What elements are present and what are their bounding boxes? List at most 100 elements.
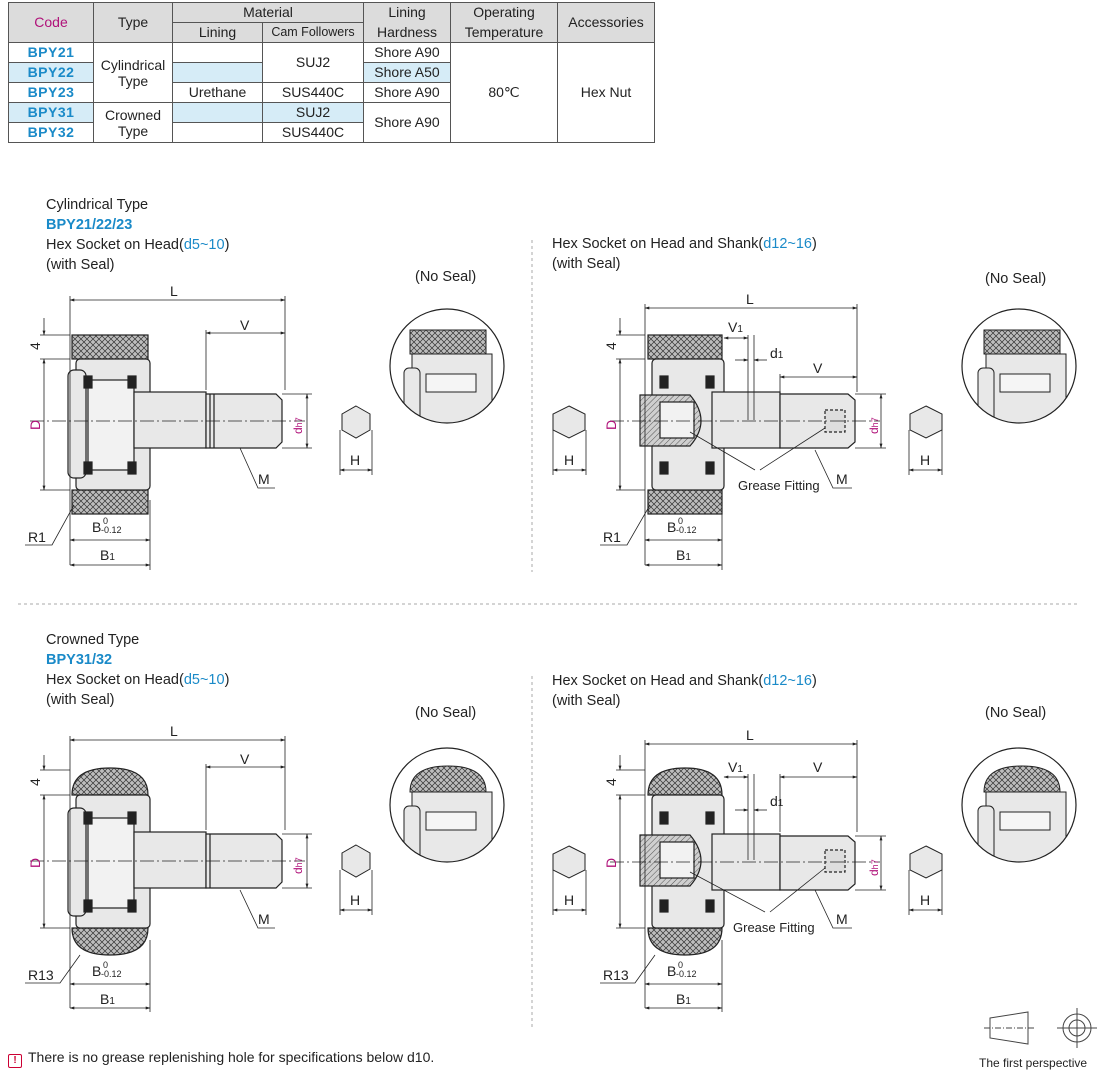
- crown-head-noseal: (No Seal): [415, 705, 477, 721]
- dim-D: D: [27, 858, 43, 868]
- crown-codes: BPY31/32: [46, 652, 113, 668]
- dim-H: H: [564, 892, 574, 908]
- dim-B: B: [667, 963, 676, 979]
- dim-4: 4: [603, 778, 619, 786]
- code-cell: BPY23: [8, 82, 94, 103]
- dim-4: 4: [27, 778, 43, 786]
- type-cyl-line2: Type: [117, 72, 149, 89]
- dim-dh7: dh7: [867, 417, 881, 434]
- type-cyl-line1: Cylindrical: [100, 56, 166, 73]
- cam-sus440c-b: SUS440C: [262, 122, 364, 143]
- drawing-cyl-shank: [639, 334, 856, 515]
- cam-suj2: SUJ2: [262, 42, 364, 83]
- dim-4: 4: [27, 342, 43, 350]
- dim-H: H: [350, 452, 360, 468]
- lining-blank: [172, 102, 263, 123]
- dim-V: V: [240, 751, 250, 767]
- dim-B-tol-bot: -0.12: [676, 969, 697, 979]
- dim-M: M: [258, 911, 270, 927]
- grease-fitting-label: Grease Fitting: [733, 920, 815, 935]
- dim-B-tol-top: 0: [678, 516, 683, 526]
- dim-B-tol-top: 0: [103, 960, 108, 970]
- type-cylindrical: Cylindrical Type: [93, 42, 173, 103]
- cyl-shank-caption: Hex Socket on Head and Shank(d12~16): [552, 236, 817, 252]
- crown-shank-caption: Hex Socket on Head and Shank(d12~16): [552, 673, 817, 689]
- crown-type-title: Crowned Type: [46, 632, 140, 648]
- dim-H: H: [350, 892, 360, 908]
- code-cell: BPY21: [8, 42, 94, 63]
- temperature-cell: 80℃: [450, 42, 558, 143]
- header-operating-1: Operating: [450, 2, 558, 23]
- header-material: Material: [172, 2, 364, 23]
- notice-icon: !: [8, 1054, 22, 1068]
- dim-M: M: [836, 911, 848, 927]
- spec-table: Code Type Material Lining Operating Acce…: [8, 2, 655, 143]
- cyl-shank-seal: (with Seal): [552, 256, 621, 272]
- hardness-merged: Shore A90: [363, 102, 451, 143]
- dim-B-tol-bot: -0.12: [676, 525, 697, 535]
- note: !There is no grease replenishing hole fo…: [8, 1048, 434, 1068]
- cyl-head-noseal: (No Seal): [415, 269, 477, 285]
- first-angle-projection-icon: [984, 1008, 1097, 1048]
- dim-B1: B1: [676, 547, 691, 563]
- dim-D: D: [603, 420, 619, 430]
- dim-R1: R1: [28, 529, 46, 545]
- drawing-cyl-head: [67, 334, 283, 515]
- cyl-codes: BPY21/22/23: [46, 217, 133, 233]
- header-lining: Lining: [172, 22, 263, 43]
- code-cell: BPY32: [8, 122, 94, 143]
- dim-dh7: dh7: [867, 859, 881, 876]
- drawing-crown-head: [67, 767, 283, 956]
- dim-L: L: [746, 727, 754, 743]
- cyl-type-title: Cylindrical Type: [46, 197, 149, 213]
- type-crown-line2: Type: [117, 122, 149, 139]
- dim-L: L: [746, 291, 754, 307]
- hardness-cell: Shore A50: [363, 62, 451, 83]
- dim-R1: R1: [603, 529, 621, 545]
- dim-D: D: [27, 420, 43, 430]
- dim-V1: V1: [728, 319, 743, 335]
- dim-4: 4: [603, 342, 619, 350]
- header-hardness-1: Lining: [363, 2, 451, 23]
- dim-B-tol-top: 0: [678, 960, 683, 970]
- type-crown-line1: Crowned: [104, 106, 162, 123]
- cam-sus440c: SUS440C: [262, 82, 364, 103]
- dim-B: B: [667, 519, 676, 535]
- header-operating-2: Temperature: [450, 22, 558, 43]
- dim-B-tol-bot: -0.12: [101, 525, 122, 535]
- dim-V: V: [813, 360, 823, 376]
- dim-V: V: [240, 317, 250, 333]
- perspective-caption: The first perspective: [979, 1056, 1088, 1070]
- dim-H: H: [920, 892, 930, 908]
- cyl-shank-noseal: (No Seal): [985, 271, 1047, 287]
- dim-d1: d1: [770, 793, 784, 809]
- dim-H: H: [920, 452, 930, 468]
- cyl-head-caption: Hex Socket on Head(d5~10): [46, 237, 230, 253]
- dim-dh7: dh7: [291, 857, 305, 874]
- cam-suj2-b: SUJ2: [262, 102, 364, 123]
- dim-D: D: [603, 858, 619, 868]
- dim-V: V: [813, 759, 823, 775]
- dim-V1: V1: [728, 759, 743, 775]
- dim-B1: B1: [676, 991, 691, 1007]
- dim-B1: B1: [100, 547, 115, 563]
- header-cam-followers: Cam Followers: [262, 22, 364, 43]
- dim-H: H: [564, 452, 574, 468]
- header-code: Code: [8, 2, 94, 43]
- code-cell: BPY22: [8, 62, 94, 83]
- dim-M: M: [836, 471, 848, 487]
- code-cell: BPY31: [8, 102, 94, 123]
- type-crowned: Crowned Type: [93, 102, 173, 143]
- dim-L: L: [170, 283, 178, 299]
- dim-d1: d1: [770, 345, 784, 361]
- dim-B: B: [92, 963, 101, 979]
- dim-B-tol-bot: -0.12: [101, 969, 122, 979]
- dim-B: B: [92, 519, 101, 535]
- cyl-head-seal: (with Seal): [46, 257, 115, 273]
- crown-head-caption: Hex Socket on Head(d5~10): [46, 672, 230, 688]
- dim-L: L: [170, 723, 178, 739]
- grease-fitting-label: Grease Fitting: [738, 478, 820, 493]
- dim-dh7: dh7: [291, 417, 305, 434]
- lining-blank: [172, 62, 263, 83]
